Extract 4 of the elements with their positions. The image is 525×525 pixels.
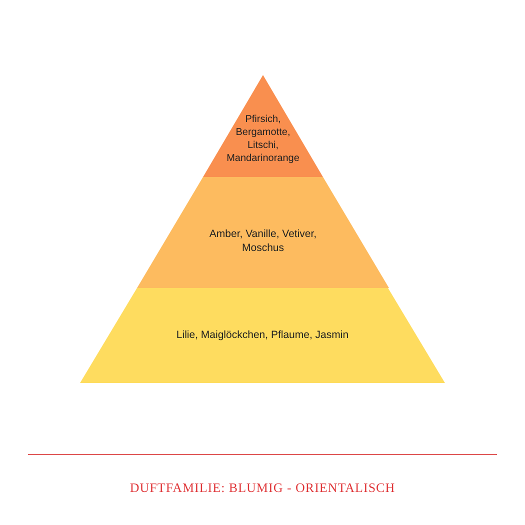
tier-text: Amber, Vanille, Vetiver, Moschus [208,227,318,255]
tier-text: Lilie, Maiglöckchen, Pflaume, Jasmin [175,328,350,342]
tier-text: Pfirsich, Bergamotte, Litschi, Mandarinorange [226,113,300,165]
caption: DUFTFAMILIE: BLUMIG - ORIENTALISCH [128,480,396,496]
